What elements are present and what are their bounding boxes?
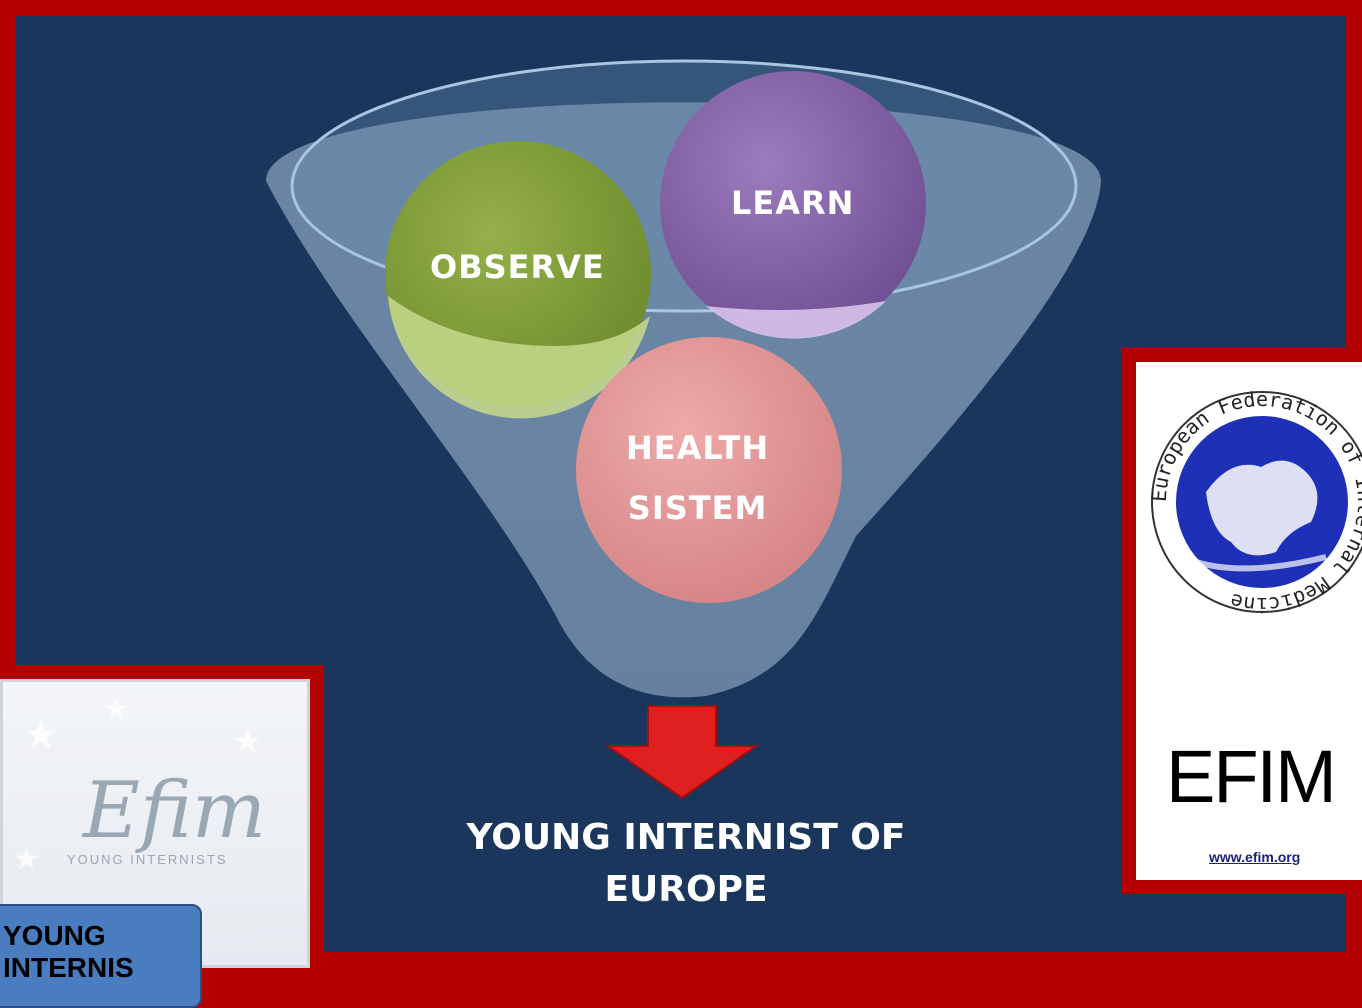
young-internists-logo-card: ★ ★ ★ ★ Efim YOUNG INTERNISTS YOUNG INTE… — [0, 665, 324, 1008]
bubble-observe-lower — [388, 296, 650, 419]
young-internists-script-logo: Efim — [83, 766, 266, 856]
young-internists-label-box: YOUNG INTERNIS — [0, 904, 202, 1008]
efim-logo-panel: European Federation of Internal Medicine… — [1136, 362, 1362, 880]
bubble-learn-lower — [706, 301, 886, 339]
bubble-health-sistem — [576, 337, 842, 603]
bubble-label-line: LEARN — [731, 184, 855, 222]
result-line-2: EUROPE — [604, 869, 768, 910]
result-line-1: YOUNG INTERNIST OF — [466, 817, 906, 858]
funnel-diagram — [266, 59, 1101, 800]
bubble-label-learn: LEARN — [731, 184, 854, 222]
star-icon: ★ — [233, 722, 262, 760]
young-internists-subtitle: YOUNG INTERNISTS — [67, 852, 228, 867]
star-icon: ★ — [13, 842, 40, 877]
young-internists-label-text: YOUNG INTERNIS — [3, 920, 134, 984]
star-icon: ★ — [103, 692, 130, 727]
efim-globe-emblem: European Federation of Internal Medicine — [1147, 387, 1362, 617]
bubble-label-line: SISTEM — [627, 489, 768, 527]
young-internists-logo-panel: ★ ★ ★ ★ Efim YOUNG INTERNISTS YOUNG INTE… — [0, 679, 310, 1008]
efim-wordmark: EFIM — [1166, 735, 1337, 818]
young-internists-label-line-2: INTERNIS — [3, 952, 134, 983]
star-icon: ★ — [23, 712, 59, 758]
bubble-label-observe: OBSERVE — [430, 248, 605, 286]
efim-logo-card: European Federation of Internal Medicine… — [1122, 348, 1362, 894]
young-internists-label-line-1: YOUNG — [3, 920, 106, 951]
result-caption: YOUNG INTERNIST OF EUROPE — [456, 812, 916, 916]
bubble-label-line: HEALTH — [626, 429, 770, 467]
down-arrow-icon — [604, 705, 760, 800]
bubble-label-health-sistem: HEALTH SISTEM — [626, 418, 769, 538]
slide-canvas: OBSERVE LEARN HEALTH SISTEM YOUNG INTERN… — [16, 16, 1346, 952]
bubble-learn — [660, 71, 926, 337]
efim-url-link[interactable]: www.efim.org — [1209, 849, 1301, 865]
bubble-label-line: OBSERVE — [430, 248, 605, 286]
